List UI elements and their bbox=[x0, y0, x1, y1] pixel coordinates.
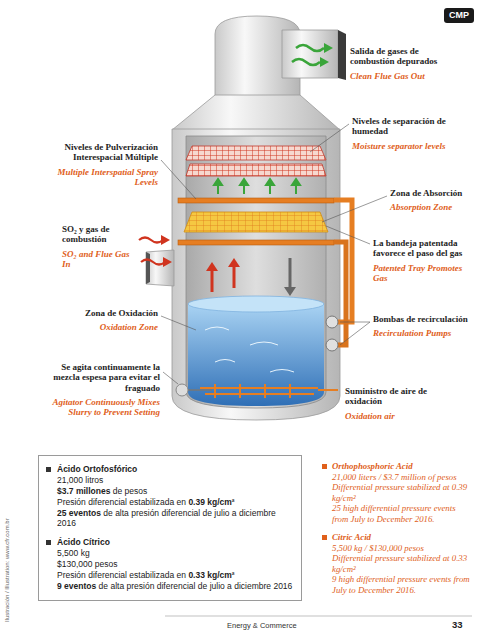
fact-text: $130,000 pesos bbox=[57, 559, 118, 569]
fact-text: de pesos bbox=[113, 486, 148, 496]
callout-spanish: Zona de Oxidación bbox=[55, 308, 158, 318]
callout-english: Oxidation air bbox=[345, 411, 450, 421]
moisture-separator bbox=[186, 146, 326, 160]
credit-note: Ilustración / Illustration: www.cfr.com.… bbox=[4, 518, 11, 622]
footer-title: Energy & Commerce bbox=[227, 621, 297, 630]
callout-english: Multiple Interspatial Spray Levels bbox=[38, 167, 158, 188]
callout-english: Clean Flue Gas Out bbox=[350, 71, 460, 81]
flue-gas-arrows bbox=[139, 235, 172, 267]
fact-text: 0.39 kg/cm² bbox=[188, 497, 234, 507]
page-number: 33 bbox=[452, 619, 463, 630]
footer-rule bbox=[165, 616, 472, 617]
leader-lines bbox=[161, 124, 387, 384]
summary-text: 9 high differential pressure events from… bbox=[332, 574, 474, 595]
callout-spanish: Suministro de aire de oxidación bbox=[345, 386, 450, 407]
callout-english: Agitator Continuously Mixes Slurry to Pr… bbox=[52, 397, 160, 418]
summary-text: Differential pressure stabilized at 0.39… bbox=[332, 482, 474, 503]
fact-line: 5,500 kg bbox=[57, 548, 293, 559]
callout-english: SO₂ and Flue Gas In bbox=[62, 249, 134, 270]
callout-english: Moisture separator levels bbox=[352, 141, 452, 151]
summary-heading: Citric Acid bbox=[332, 532, 474, 543]
callout-spanish: La bandeja patentada favorece el paso de… bbox=[373, 238, 469, 259]
fact-text: 21,000 litros bbox=[57, 475, 103, 485]
gas-up-arrows bbox=[214, 179, 300, 194]
callout-spanish: Salida de gases de combustión depurados bbox=[350, 46, 460, 67]
callout-english: Recirculation Pumps bbox=[373, 328, 469, 338]
moisture-separator bbox=[186, 164, 326, 176]
fact-text: $3.7 millones bbox=[57, 486, 110, 496]
callout-spanish: Se agita continuamente la mezcla espesa … bbox=[52, 362, 160, 393]
slurry bbox=[188, 296, 324, 406]
fact-line: 21,000 litros bbox=[57, 475, 293, 486]
tower-shell bbox=[172, 16, 346, 420]
fact-box: Ácido Ortofosfórico21,000 litros$3.7 mil… bbox=[38, 455, 302, 601]
summary-text: 25 high differential pressure events fro… bbox=[332, 503, 474, 524]
fact-line: $130,000 pesos bbox=[57, 559, 293, 570]
arrow-head bbox=[324, 43, 333, 53]
summary-column: Orthophosphoric Acid21,000 liters / $3.7… bbox=[332, 461, 474, 596]
callout-english: Oxidation Zone bbox=[55, 322, 158, 332]
fact-text: 25 eventos bbox=[57, 508, 101, 518]
logo-badge: CMP bbox=[444, 8, 474, 23]
oxidation-air-pipes bbox=[200, 384, 338, 398]
logo-text: CMP bbox=[449, 10, 469, 21]
flow-arrows bbox=[206, 258, 296, 296]
fact-line: Presión diferencial estabilizada en0.33 … bbox=[57, 570, 293, 581]
summary-text: 5,500 kg / $130,000 pesos bbox=[332, 543, 474, 554]
fact-text: de alta presión diferencial de julio a d… bbox=[99, 581, 293, 591]
recirculation-pumps bbox=[326, 316, 338, 351]
fact-line: Ácido Ortofosfórico bbox=[57, 464, 293, 475]
summary-text: 21,000 liters / $3.7 million of pesos bbox=[332, 472, 474, 483]
callout-english: Patented Tray Promotes Gas bbox=[373, 263, 469, 284]
callout-spanish: Niveles de separación de humedad bbox=[352, 116, 452, 137]
fact-line: Ácido Cítrico bbox=[57, 537, 293, 548]
fact-line: 9 eventosde alta presión diferencial de … bbox=[57, 581, 293, 592]
summary-text: Differential pressure stabilized at 0.33… bbox=[332, 553, 474, 574]
gas-inlet bbox=[146, 250, 174, 286]
clean-gas-arrows bbox=[292, 45, 324, 65]
fact-line: Presión diferencial estabilizada en0.39 … bbox=[57, 497, 293, 508]
callout-spanish: Zona de Absorción bbox=[390, 188, 476, 198]
callout-spanish: Niveles de Pulverización Interespacial M… bbox=[38, 142, 158, 163]
fact-text: 5,500 kg bbox=[57, 548, 90, 558]
arrow-head bbox=[320, 57, 329, 67]
fact-text: Presión diferencial estabilizada en bbox=[57, 570, 186, 580]
fact-line: 25 eventosde alta presión diferencial de… bbox=[57, 508, 293, 530]
fact-line: $3.7 millonesde pesos bbox=[57, 486, 293, 497]
callout-english: Absorption Zone bbox=[390, 202, 476, 212]
fact-text: 0.33 kg/cm² bbox=[188, 570, 234, 580]
fact-text: Presión diferencial estabilizada en bbox=[57, 497, 186, 507]
fact-text: 9 eventos bbox=[57, 581, 96, 591]
summary-heading: Orthophosphoric Acid bbox=[332, 461, 474, 472]
callout-spanish: Bombas de recirculación bbox=[373, 314, 469, 324]
callout-spanish: SO₂ y gas de combustión bbox=[62, 224, 134, 245]
fact-text: Ácido Ortofosfórico bbox=[57, 464, 137, 474]
agitator bbox=[176, 384, 212, 396]
fact-text: Ácido Cítrico bbox=[57, 537, 110, 547]
absorption-tray bbox=[184, 212, 328, 232]
